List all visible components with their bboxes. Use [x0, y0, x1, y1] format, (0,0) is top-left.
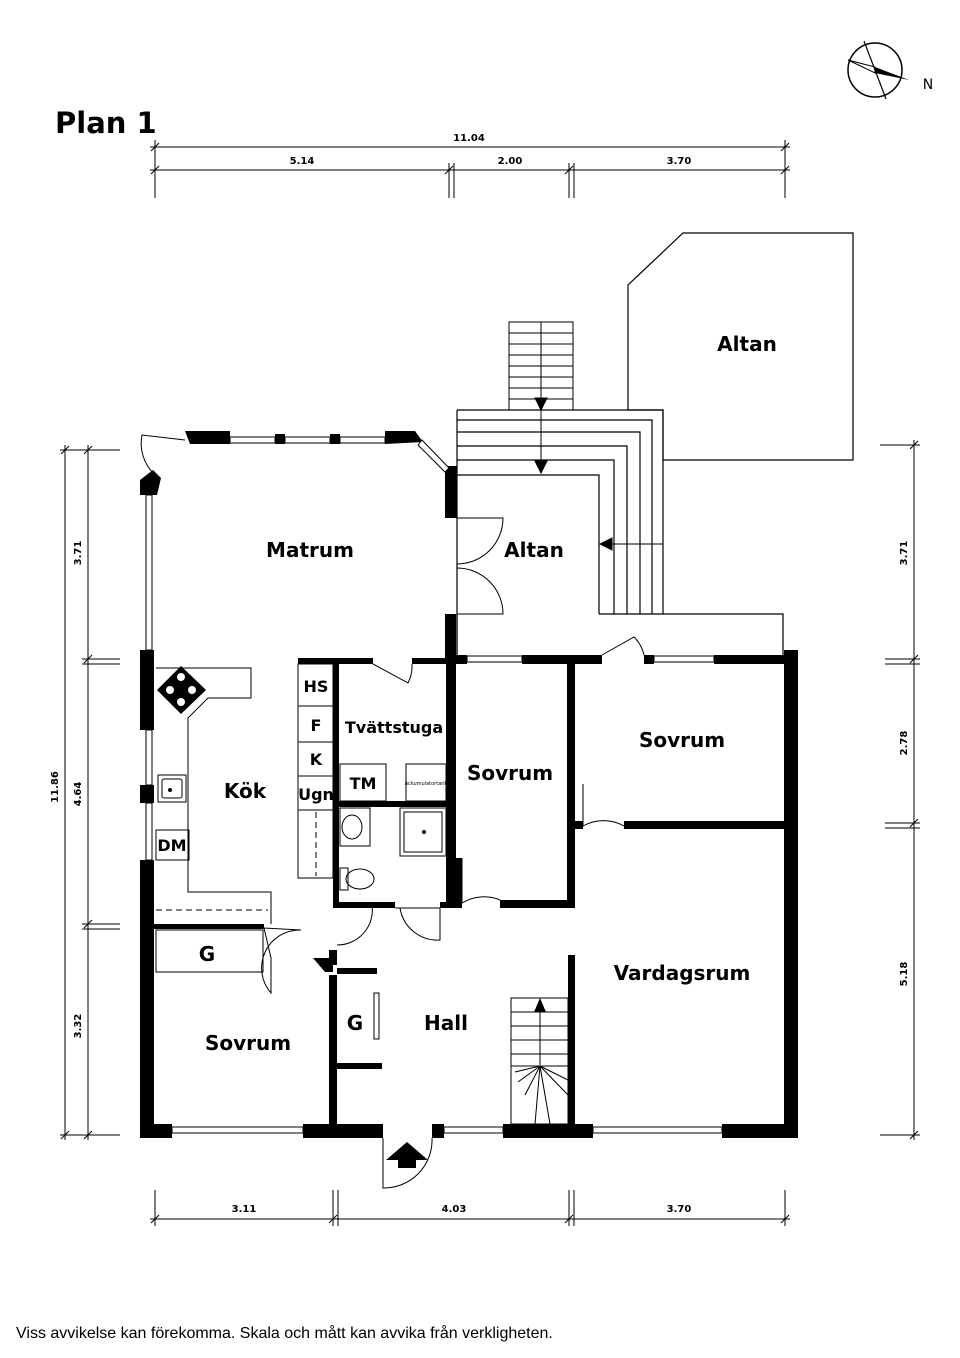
stairs-up-arrow-icon — [534, 998, 546, 1012]
windows — [145, 436, 723, 1134]
label-tank: Ackumulatortank — [405, 781, 448, 787]
entrance-arrow-icon — [386, 1142, 428, 1168]
interior-walls — [154, 614, 784, 1125]
compass-icon: N — [847, 40, 933, 100]
dim-bottom-1: 3.11 — [232, 1204, 257, 1215]
left-dimensions — [60, 445, 120, 1140]
exterior-walls — [140, 431, 798, 1138]
compass-north-label: N — [923, 77, 933, 93]
label-k: K — [310, 750, 323, 769]
dim-top-total: 11.04 — [453, 133, 485, 144]
dim-left-3: 3.32 — [73, 1014, 84, 1039]
stove-icon — [157, 666, 206, 714]
room-matrum: Matrum — [266, 538, 354, 562]
dim-top-1: 5.14 — [290, 156, 315, 167]
plan-title: Plan 1 — [55, 106, 157, 140]
right-dimensions — [880, 440, 920, 1140]
label-dm: DM — [157, 836, 186, 855]
label-g-hall: G — [347, 1011, 363, 1035]
matrum-door — [140, 434, 186, 475]
top-dimensions — [150, 140, 790, 198]
room-kok: Kök — [224, 779, 267, 803]
deck-arrows — [534, 340, 663, 551]
label-g-wardrobe: G — [199, 942, 215, 966]
room-sovrum-right: Sovrum — [639, 728, 725, 752]
hall-closet-door — [373, 992, 380, 1040]
room-altan-lower: Altan — [504, 538, 564, 562]
label-ugn: Ugn — [298, 785, 334, 804]
appliance-column — [297, 663, 334, 879]
label-hs: HS — [304, 677, 329, 696]
dim-left-2: 4.64 — [73, 782, 84, 807]
laundry-fixtures — [339, 763, 447, 802]
dim-left-1: 3.71 — [73, 541, 84, 566]
dim-left-total: 11.86 — [50, 771, 61, 803]
dim-right-2: 2.78 — [899, 731, 910, 756]
lower-deck — [456, 409, 784, 655]
inside-stairs — [510, 997, 569, 1125]
kitchen-counters — [155, 667, 272, 973]
label-f: F — [311, 716, 322, 735]
label-tm: TM — [350, 774, 377, 793]
room-hall: Hall — [424, 1011, 468, 1035]
disclaimer-text: Viss avvikelse kan förekomma. Skala och … — [16, 1325, 553, 1342]
dim-bottom-2: 4.03 — [442, 1204, 467, 1215]
dim-top-3: 3.70 — [667, 156, 692, 167]
room-tvattstuga: Tvättstuga — [345, 718, 443, 737]
dim-right-1: 3.71 — [899, 541, 910, 566]
dim-right-3: 5.18 — [899, 962, 910, 987]
dim-bottom-3: 3.70 — [667, 1204, 692, 1215]
room-sovrum-bottom: Sovrum — [205, 1031, 291, 1055]
kitchen-sink-icon — [157, 774, 187, 803]
room-vardagsrum: Vardagsrum — [614, 961, 751, 985]
interior-doors — [261, 636, 645, 1189]
altan-doors — [456, 517, 504, 615]
dim-top-2: 2.00 — [498, 156, 523, 167]
bath-fixtures — [339, 807, 447, 891]
room-sovrum-mid: Sovrum — [467, 761, 553, 785]
room-altan-upper: Altan — [717, 332, 777, 356]
bottom-dimensions — [150, 1190, 790, 1226]
